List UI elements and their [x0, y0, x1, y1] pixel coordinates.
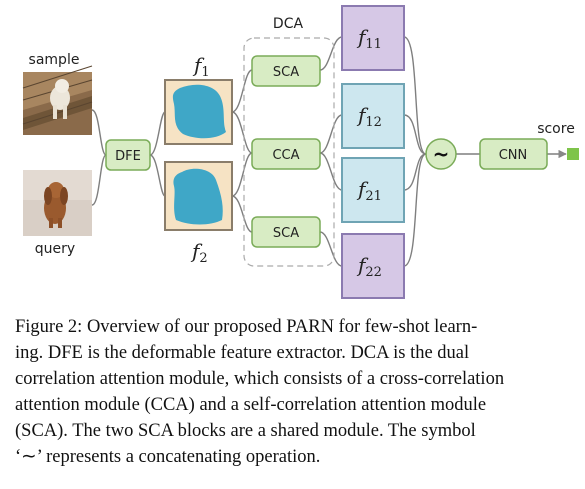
sca-top-block [251, 55, 321, 87]
concat-node [425, 138, 457, 170]
f2-label: f2 [190, 239, 208, 266]
query-image [23, 170, 92, 236]
f12-feature-box [341, 83, 405, 149]
parn-diagram: sample query DFE f1 f2 DCA SCA CCA SCA f… [22, 5, 579, 299]
f22-feature-box [341, 233, 405, 299]
caption-line-3: correlation attention module, which cons… [15, 369, 505, 389]
sca-top-label: SCA [273, 65, 299, 80]
caption-line-4: attention module (CCA) and a self-correl… [15, 395, 487, 415]
dfe-block [105, 139, 151, 171]
caption-line-5: (SCA). The two SCA blocks are a shared m… [15, 421, 476, 441]
dfe-label: DFE [115, 149, 141, 164]
caption-line-1: Figure 2: Overview of our proposed PARN … [15, 317, 478, 337]
query-label: query [35, 241, 75, 257]
f1-label: f1 [192, 53, 210, 80]
f11-feature-box [341, 5, 405, 71]
dca-group [243, 37, 335, 267]
f2-feature-blob [173, 168, 223, 225]
cca-block [251, 138, 321, 170]
sample-label: sample [29, 52, 80, 68]
caption-line-2: ing. DFE is the deformable feature extra… [15, 343, 470, 363]
f21-feature-box [341, 157, 405, 223]
concat-symbol: ~ [433, 142, 450, 166]
sca-bottom-block [251, 216, 321, 248]
connector-lines [91, 36, 567, 267]
cca-label: CCA [272, 148, 299, 163]
caption-line-6: ‘∼’ represents a concatenating operation… [15, 447, 321, 467]
cnn-label: CNN [499, 148, 528, 163]
dca-label: DCA [273, 16, 304, 32]
score-output [567, 148, 579, 160]
sca-bottom-label: SCA [273, 226, 299, 241]
sample-image [22, 65, 93, 135]
figure-caption: Figure 2: Overview of our proposed PARN … [15, 314, 573, 470]
score-label: score [537, 121, 575, 137]
f1-feature-blob [172, 84, 226, 139]
cnn-block [479, 138, 548, 170]
